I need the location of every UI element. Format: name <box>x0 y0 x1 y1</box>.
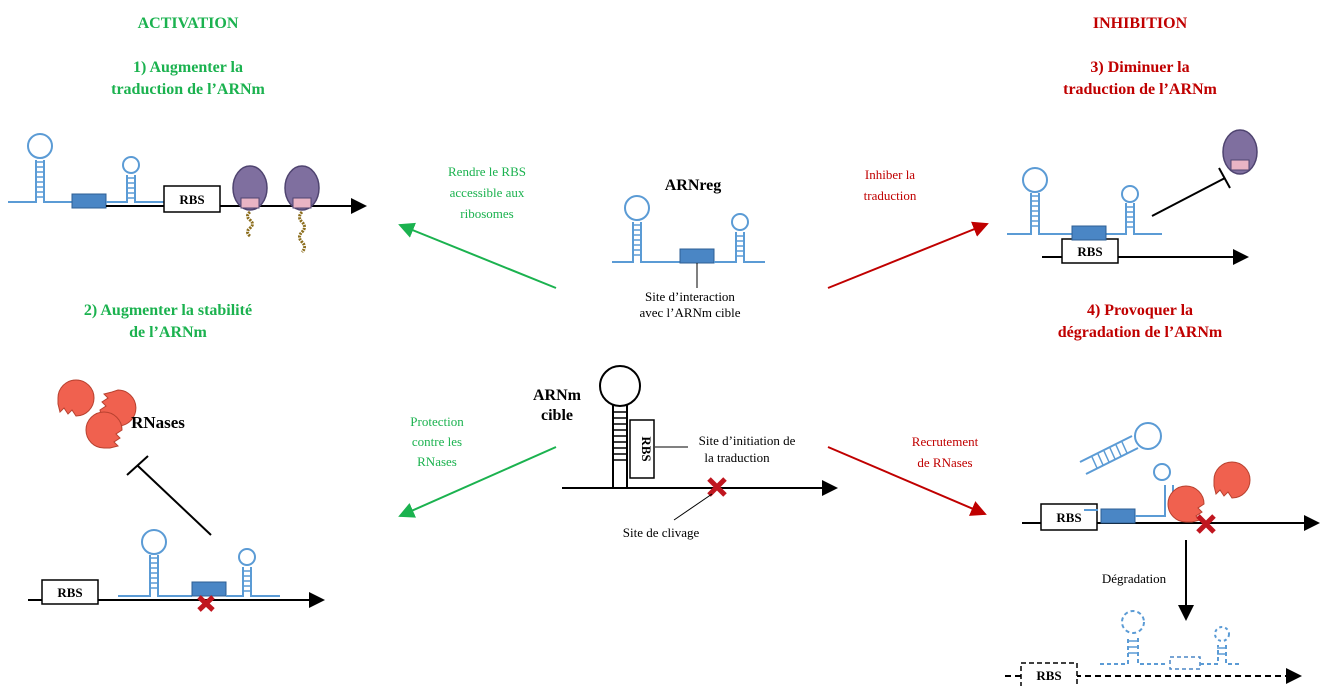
rbs-label: RBS <box>57 585 82 600</box>
rnase-icon <box>1167 485 1205 523</box>
rbs-box <box>1040 503 1098 531</box>
arrow-protection <box>398 446 557 518</box>
rbs-label: RBS <box>1036 668 1061 683</box>
item3-title-line1: 3) Diminuer la <box>1090 59 1189 76</box>
site-interaction-line2: avec l’ARNm cible <box>639 305 740 320</box>
arrow-rbs-line2: accessible aux <box>450 185 525 200</box>
ribosome-icon <box>284 165 320 254</box>
rbs-box <box>629 419 655 479</box>
arrow-recrut-line2: de RNases <box>917 455 972 470</box>
item4-title-line1: 4) Provoquer la <box>1087 302 1193 319</box>
cleavage-cross-icon <box>197 595 215 612</box>
activation-header: ACTIVATION <box>138 15 239 32</box>
ribosome-icon <box>1222 129 1258 175</box>
item2-title-line1: 2) Augmenter la stabilité <box>84 302 252 319</box>
item4-title-line2: dégradation de l’ARNm <box>1058 324 1223 341</box>
cleavage-cross-icon <box>707 477 727 497</box>
item1-title-line1: 1) Augmenter la <box>133 59 243 76</box>
site-interaction-line1: Site d’interaction <box>645 289 735 304</box>
rbs-label: RBS <box>179 192 204 207</box>
arrow-rbs-line3: ribosomes <box>460 206 513 221</box>
rnase-icon <box>57 379 95 417</box>
rnase-icon <box>1213 461 1251 499</box>
rnases-label: RNases <box>131 413 185 432</box>
rbs-box <box>1061 238 1119 264</box>
arrow-protect-line2: contre les <box>412 434 462 449</box>
item3-title-line2: traduction de l’ARNm <box>1063 81 1217 98</box>
panel-activation-stability: RNases RBS <box>28 379 325 612</box>
rbs-box <box>41 579 99 605</box>
panel-activation-translation: RBS <box>8 133 367 254</box>
panel-inhibition-translation: RBS <box>1007 129 1258 265</box>
arrow-inhibit-line1: Inhiber la <box>865 167 915 182</box>
site-clivage-label: Site de clivage <box>623 525 700 540</box>
arrow-rbs-line1: Rendre le RBS <box>448 164 526 179</box>
rnase-icon <box>85 411 123 449</box>
site-init-line1: Site d’initiation de <box>699 433 796 448</box>
arnm-label-line1: ARNm <box>533 387 582 404</box>
item1-title-line2: traduction de l’ARNm <box>111 81 265 98</box>
ribosome-icon <box>232 165 268 238</box>
cleavage-cross-icon <box>1196 514 1216 534</box>
panel-inhibition-degradation: RBS Dégradation RBS <box>1005 422 1320 686</box>
rbs-label: RBS <box>639 436 654 461</box>
rbs-box <box>163 185 221 213</box>
arrow-rbs-accessible <box>398 222 557 289</box>
arrow-recruitment <box>827 446 987 516</box>
item2-title-line2: de l’ARNm <box>129 324 207 341</box>
arnreg-structure: ARNreg Site d’interaction avec l’ARNm ci… <box>612 177 765 320</box>
arnreg-label: ARNreg <box>665 177 722 194</box>
arrow-recrut-line1: Recrutement <box>912 434 979 449</box>
degradation-label: Dégradation <box>1102 571 1167 586</box>
arrow-protect-line3: RNases <box>417 454 457 469</box>
rbs-label: RBS <box>1077 244 1102 259</box>
arnm-label-line2: cible <box>541 407 573 424</box>
site-init-line2: la traduction <box>704 450 770 465</box>
arrow-protect-line1: Protection <box>410 414 464 429</box>
inhibition-header: INHIBITION <box>1093 15 1188 32</box>
rbs-box <box>1020 662 1078 686</box>
rbs-label: RBS <box>1056 510 1081 525</box>
arrow-inhibit-line2: traduction <box>864 188 917 203</box>
arnm-cible-structure: ARNm cible RBS Site d’initiation de la t… <box>533 365 838 540</box>
arrow-inhibit <box>827 221 989 289</box>
